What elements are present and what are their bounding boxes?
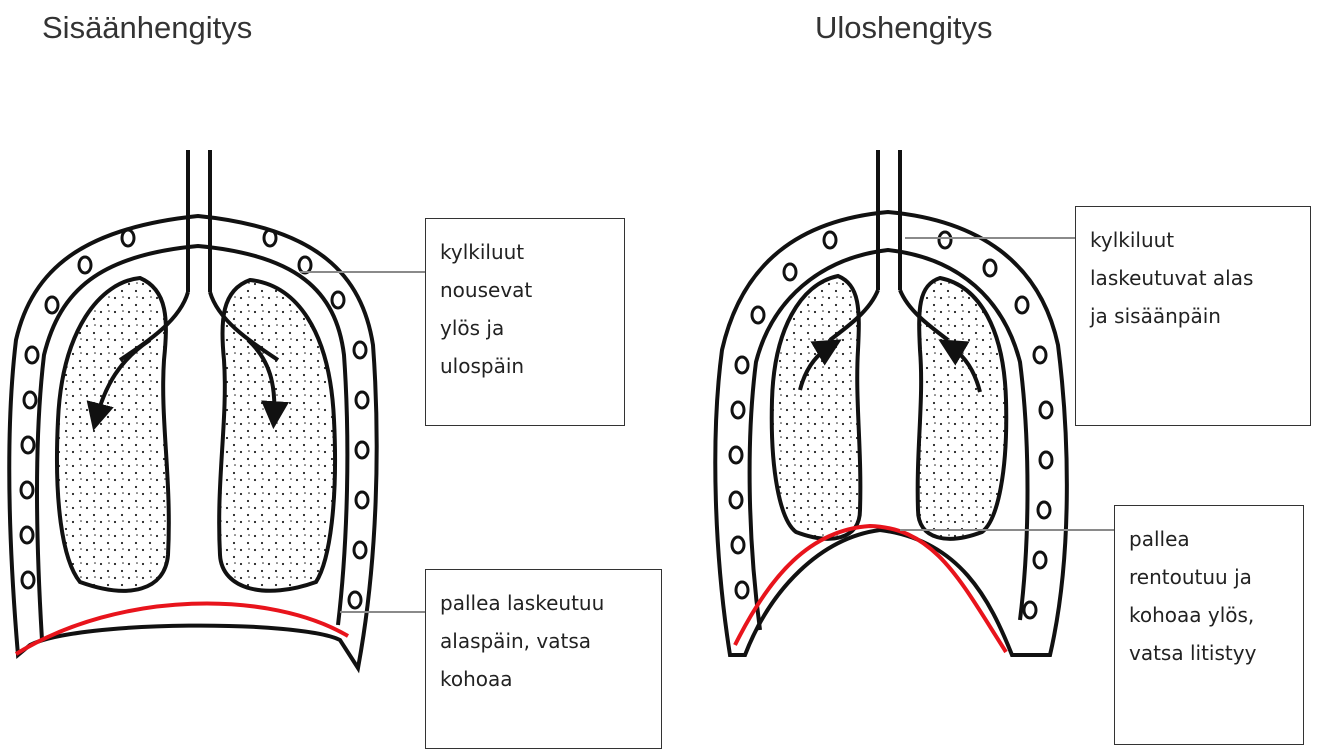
exhale-ribs-text: kylkiluut laskeutuvat alas ja sisäänpäin (1090, 221, 1298, 335)
exhale-ribs-callout: kylkiluut laskeutuvat alas ja sisäänpäin (1075, 206, 1311, 426)
inhale-ribs-callout: kylkiluut nousevat ylös ja ulospäin (425, 218, 625, 426)
inhale-thorax (9, 150, 376, 668)
inhale-diaphragm-callout: pallea laskeutuu alaspäin, vatsa kohoaa (425, 569, 662, 749)
inhale-diaphragm-text: pallea laskeutuu alaspäin, vatsa kohoaa (440, 584, 649, 698)
exhale-diaphragm-callout: pallea rentoutuu ja kohoaa ylös, vatsa l… (1114, 505, 1304, 745)
inhale-ribs-text: kylkiluut nousevat ylös ja ulospäin (440, 233, 612, 385)
exhale-thorax (715, 150, 1067, 655)
exhale-diaphragm-text: pallea rentoutuu ja kohoaa ylös, vatsa l… (1129, 520, 1291, 672)
